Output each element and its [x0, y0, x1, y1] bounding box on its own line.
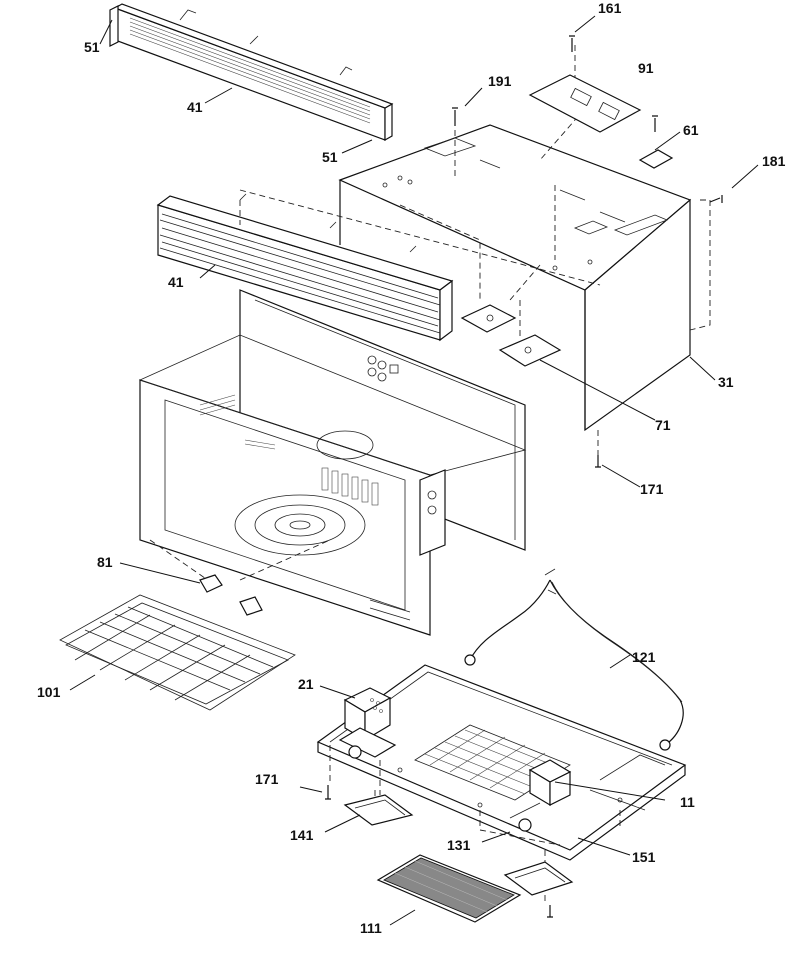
top-bracket	[528, 74, 642, 133]
callout-101: 101	[37, 684, 61, 700]
callout-21: 21	[298, 676, 314, 692]
callout-labels: 51 41 51 161 91 191 61 181 41 31 71 171 …	[37, 0, 786, 936]
callout-71: 71	[655, 417, 671, 433]
callout-31: 31	[718, 374, 734, 390]
filter-bracket-left	[343, 790, 414, 826]
callout-51-top: 51	[84, 39, 100, 55]
wire-rack	[59, 594, 296, 711]
door-hinges	[199, 574, 263, 616]
callout-41-top: 41	[187, 99, 203, 115]
wire-harness	[464, 568, 684, 751]
callout-171-bottom: 171	[255, 771, 279, 787]
lamp-housing-right	[509, 759, 572, 832]
alignment-lines-cabinet	[239, 45, 711, 455]
grease-filter	[376, 854, 522, 923]
callout-81: 81	[97, 554, 113, 570]
top-vent-grille	[109, 3, 394, 142]
callout-191: 191	[488, 73, 512, 89]
oven-cavity	[138, 289, 527, 636]
leader-lines	[69, 15, 759, 926]
mounting-brackets	[460, 304, 562, 367]
callout-111: 111	[360, 920, 382, 936]
screws	[325, 35, 723, 918]
filter-bracket-right	[503, 850, 574, 896]
callout-151: 151	[632, 849, 656, 865]
callout-51-bottom: 51	[322, 149, 338, 165]
small-clip	[638, 149, 674, 169]
lamp-housing	[338, 687, 397, 759]
callout-161: 161	[598, 0, 622, 16]
callout-131: 131	[447, 837, 471, 853]
callout-121: 121	[632, 649, 656, 665]
callout-181: 181	[762, 153, 786, 169]
callout-41-lower: 41	[168, 274, 184, 290]
lower-vent-grille	[156, 193, 454, 342]
alignment-lines-lower	[329, 745, 621, 905]
callout-61: 61	[683, 122, 699, 138]
callout-171-top: 171	[640, 481, 664, 497]
callout-11: 11	[680, 794, 695, 810]
callout-141: 141	[290, 827, 314, 843]
base-plate	[316, 664, 687, 861]
callout-91: 91	[638, 60, 654, 76]
